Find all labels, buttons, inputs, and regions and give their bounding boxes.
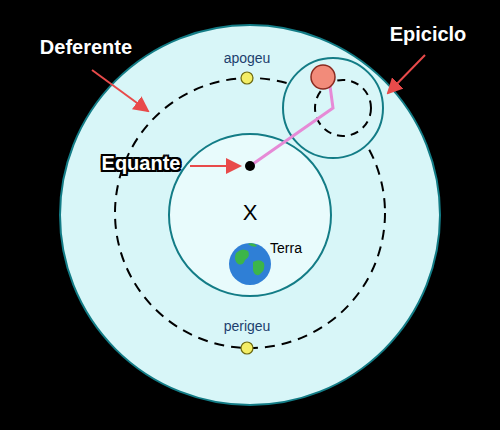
earth-label: Terra	[270, 241, 302, 256]
leader-line	[92, 70, 148, 111]
deferent-label: Deferente	[40, 36, 132, 58]
inner-sphere	[169, 134, 331, 296]
epicycle-label: Epiciclo	[390, 23, 467, 45]
outer-sphere	[60, 25, 440, 405]
equant-label: Equante	[102, 152, 181, 174]
apogee-point	[241, 72, 253, 84]
perigee-label: perigeu	[224, 319, 271, 334]
perigee-point	[241, 342, 253, 354]
planet	[311, 65, 335, 89]
leader-line	[190, 165, 240, 167]
apogee-label: apogeu	[224, 51, 271, 66]
center-mark: X	[243, 201, 258, 225]
equant-point	[245, 161, 255, 171]
radius-line	[250, 86, 333, 166]
leader-line	[388, 55, 425, 93]
earth-icon	[229, 243, 271, 285]
